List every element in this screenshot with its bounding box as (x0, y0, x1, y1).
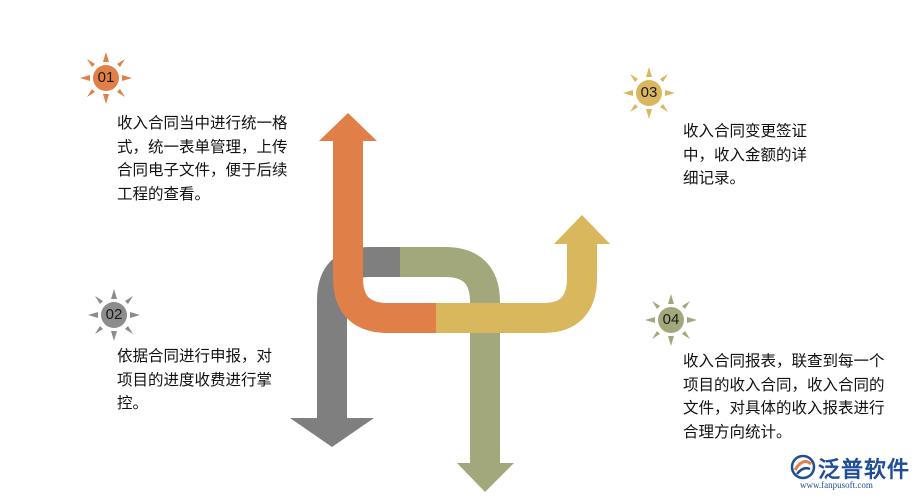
watermark-name: 泛普软件 (388, 278, 444, 294)
step-02-number: 02 (105, 306, 123, 323)
brand-url: www.fanpusoft.com (800, 480, 873, 490)
fanpu-logo-icon (790, 454, 816, 480)
step-04-badge: 04 (643, 292, 699, 348)
brand-name: 泛普软件 (818, 458, 911, 483)
brand-logo: 泛普软件 www.fanpusoft.com (790, 452, 915, 494)
sun-icon (88, 289, 140, 341)
step-02-badge: 02 (86, 287, 142, 343)
step-01-number: 01 (97, 69, 115, 86)
fanpu-logo-icon (365, 278, 383, 296)
center-watermark: 泛普软件 FANPU SOFTWARE (360, 275, 470, 305)
step-02-text: 依据合同进行申报，对项目的进度收费进行掌控。 (117, 347, 273, 412)
step-04-number: 04 (662, 311, 680, 328)
olive-arrow (400, 247, 500, 463)
watermark-sub: FANPU SOFTWARE (388, 292, 450, 299)
gold-arrow-head (554, 215, 610, 244)
sun-icon (623, 67, 675, 119)
gold-arrow (436, 244, 597, 333)
step-01-text: 收入合同当中进行统一格式，统一表单管理，上传合同电子文件，便于后续工程的查看。 (117, 114, 288, 203)
orange-arrow (333, 141, 440, 333)
step-04-text: 收入合同报表，联查到每一个项目的收入合同，收入合同的文件，对具体的收入报表进行合… (683, 352, 885, 441)
step-03-number: 03 (640, 84, 658, 101)
step-03-badge: 03 (621, 65, 677, 121)
orange-arrow-head (319, 113, 377, 141)
step-01-badge: 01 (78, 50, 134, 106)
step-03-text: 收入合同变更签证中，收入金额的详细记录。 (683, 122, 808, 187)
sun-icon (645, 294, 697, 346)
sun-icon (80, 52, 132, 104)
gray-arrow-head (290, 418, 374, 447)
olive-arrow-head (457, 463, 514, 492)
